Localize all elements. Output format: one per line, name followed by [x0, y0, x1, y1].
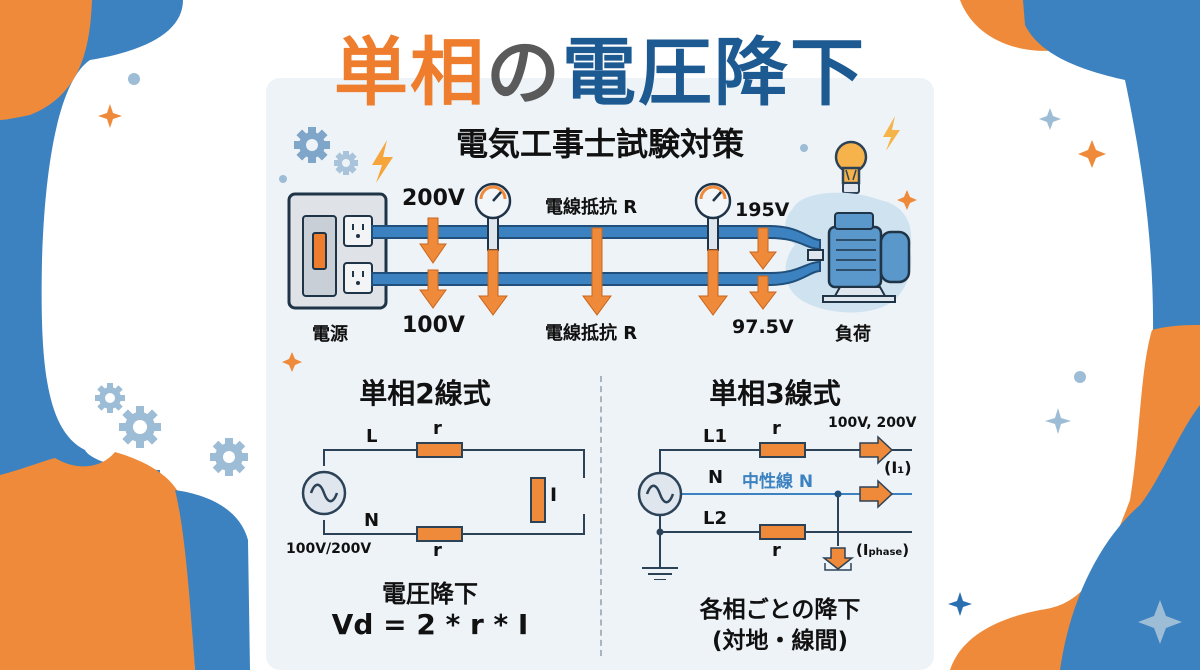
resistor-top-label: r	[433, 418, 442, 439]
formula-title: 電圧降下	[382, 580, 478, 608]
line-label-L1: L1	[703, 426, 727, 447]
current-arrow-L1	[859, 435, 894, 465]
arrow-down	[582, 227, 612, 316]
arrow-down	[748, 275, 778, 310]
lower-resistance-label: 電線抵抗 R	[545, 323, 638, 344]
title-part-3: 電圧降下	[562, 30, 866, 116]
three-wire-title: 単相3線式	[709, 377, 841, 410]
resistor-bottom-label: r	[433, 540, 442, 561]
three-wire-caption-1: 各相ごとの降下	[699, 597, 861, 623]
load-label: 負荷	[835, 324, 871, 345]
voltage-drop-formula: Vd = 2 * r * I	[331, 608, 529, 641]
two-wire-circuit	[301, 442, 585, 542]
voltage-label: 100V, 200V	[828, 415, 917, 431]
resistor-L1	[759, 442, 806, 458]
neutral-label-N: N	[708, 467, 724, 488]
current-phase-main: (I	[856, 541, 869, 559]
voltmeter-gauge-right	[694, 182, 732, 251]
current-label-I1: (I₁)	[884, 458, 912, 477]
motor-load-icon	[807, 212, 911, 303]
voltage-drop-arrows	[419, 217, 778, 316]
left-bottom-blue-blob	[175, 490, 250, 670]
current-arrow-N	[859, 479, 894, 509]
resistor-top	[416, 442, 463, 458]
sparkle-icons	[98, 73, 1182, 644]
current-phase-sub: phase	[868, 547, 903, 558]
dot-decoration	[279, 175, 287, 183]
right-bottom-blue-blob	[1060, 405, 1200, 670]
arrow-down	[419, 217, 447, 264]
gear-icons-panel	[294, 127, 358, 175]
voltmeter-gauge-left	[474, 182, 512, 251]
upper-resistance-label: 電線抵抗 R	[545, 197, 638, 218]
left-orange-blob	[0, 0, 92, 120]
resistor-L1-label: r	[772, 418, 781, 439]
sparkle-icon	[282, 352, 302, 372]
lightning-icon	[372, 140, 393, 183]
lower-voltage-start: 100V	[402, 313, 465, 338]
source-voltage-label: 100V/200V	[286, 541, 372, 557]
lower-voltage-end: 97.5V	[732, 316, 794, 338]
neutral-wire-name: 中性線 N	[742, 472, 814, 492]
load-current-label: I	[550, 484, 558, 506]
section-divider	[600, 376, 602, 656]
source-label: 電源	[312, 324, 348, 345]
line-label-L2: L2	[703, 508, 727, 529]
resistor-bottom	[416, 526, 463, 542]
resistor-L2	[759, 524, 806, 540]
upper-voltage-start: 200V	[402, 186, 465, 211]
current-phase-close: )	[902, 541, 910, 559]
sparkle-icon	[897, 190, 917, 210]
title-part-1: 単相	[334, 30, 486, 116]
line-label-L: L	[366, 426, 378, 447]
lightning-icon-right	[883, 116, 900, 151]
load-resistor	[530, 477, 546, 523]
light-bulb-icon	[834, 140, 868, 194]
arrow-down	[698, 249, 728, 316]
power-source-panel	[287, 192, 388, 310]
three-wire-circuit	[637, 435, 912, 580]
three-wire-caption-2: (対地・線間)	[711, 628, 849, 654]
arrow-down	[419, 269, 447, 309]
arrow-down	[478, 249, 508, 316]
page-title: 単相の電圧降下	[0, 28, 1200, 118]
gear-icons	[95, 383, 248, 476]
title-part-2: の	[486, 30, 562, 116]
two-wire-title: 単相2線式	[359, 377, 491, 410]
resistor-L2-label: r	[772, 540, 781, 561]
neutral-label-N: N	[364, 510, 380, 531]
upper-voltage-end: 195V	[735, 199, 790, 221]
current-label-phase: (Iphase)	[856, 541, 909, 559]
left-bottom-orange-blob	[0, 452, 195, 670]
current-arrow-phase	[821, 547, 855, 570]
subtitle: 電気工事士試験対策	[455, 125, 744, 163]
arrow-down	[748, 227, 778, 270]
